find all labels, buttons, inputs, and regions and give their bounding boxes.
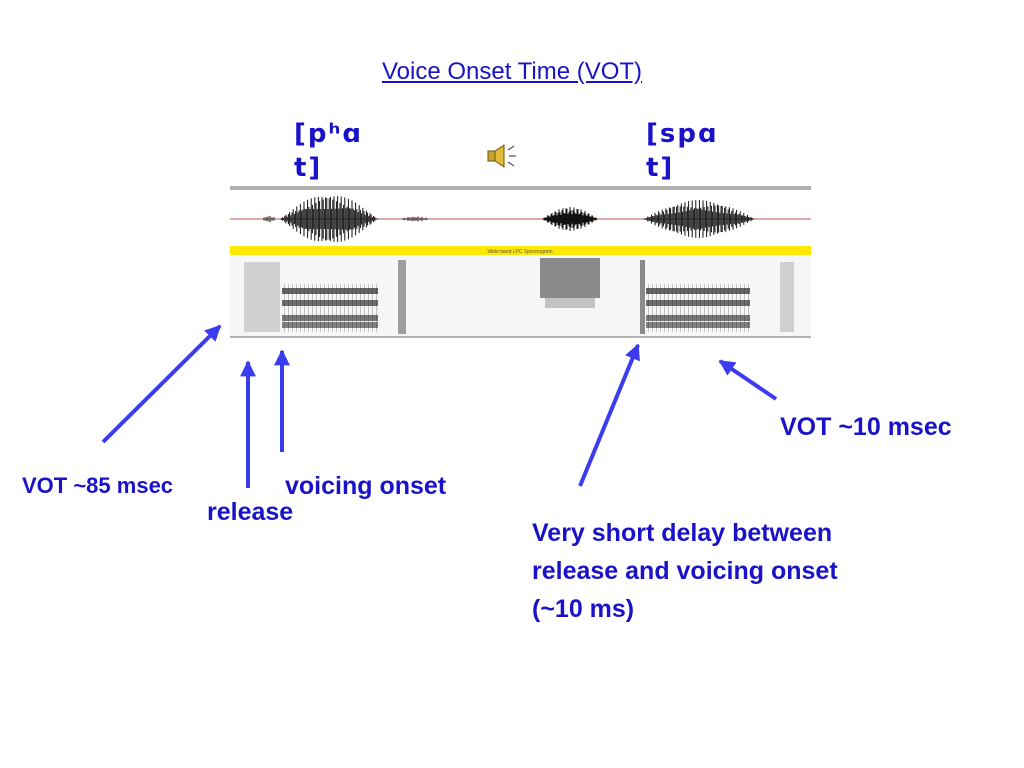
spectrogram-energy [372, 284, 373, 332]
spectrogram-energy [545, 298, 595, 308]
spectrogram-energy [340, 284, 341, 332]
arrow-vot-short [718, 359, 778, 401]
spectrogram-energy [348, 284, 349, 332]
spectrogram-energy [320, 284, 321, 332]
label-vot-long: VOT ~85 msec [22, 473, 174, 498]
spectrogram-energy [308, 284, 309, 332]
waveform-panel [230, 186, 811, 244]
spectrogram-energy [680, 284, 681, 332]
spectrogram-energy [688, 284, 689, 332]
spectrogram-energy [282, 315, 378, 321]
spectrogram-energy [664, 284, 665, 332]
note-short-delay: Very short delay between release and voi… [532, 514, 838, 628]
spectrogram-energy [332, 284, 333, 332]
label-vot-short: VOT ~10 msec [780, 413, 952, 441]
spectrogram-band [230, 246, 811, 255]
spectrogram-energy [352, 284, 353, 332]
spectrogram-energy [652, 284, 653, 332]
spectrogram-energy [646, 315, 750, 321]
spectrogram-energy [696, 284, 697, 332]
spectrogram-energy [648, 284, 649, 332]
spectrogram-energy [704, 284, 705, 332]
spectrogram-energy [328, 284, 329, 332]
page-title: Voice Onset Time (VOT) [381, 58, 643, 85]
spectrogram-energy [312, 284, 313, 332]
spectrogram-energy [724, 284, 725, 332]
spectrogram-energy [736, 284, 737, 332]
arrow-vot-long [101, 324, 222, 444]
spectrogram-energy [732, 284, 733, 332]
spectrogram-panel [230, 257, 811, 338]
spectrogram-energy [284, 284, 285, 332]
spectrogram-energy [282, 288, 378, 294]
spectrogram-energy [304, 284, 305, 332]
spectrogram-energy [540, 258, 600, 298]
note-line-3: (~10 ms) [532, 595, 635, 623]
ipa-line-1: [pʰɑ [294, 119, 363, 149]
spectrogram-energy [646, 288, 750, 294]
note-line-2: release and voicing onset [532, 557, 838, 585]
ipa-transcription-aspirated: [pʰɑ t] [294, 118, 363, 186]
spectrogram-energy [668, 284, 669, 332]
spectrogram-energy [646, 322, 750, 328]
spectrogram-energy [244, 262, 280, 332]
label-voicing-onset: voicing onset [285, 472, 447, 500]
spectrogram-energy [360, 284, 361, 332]
spectrogram-energy [300, 284, 301, 332]
spectrogram-energy [344, 284, 345, 332]
spectrogram-energy [640, 260, 645, 334]
spectrogram-energy [712, 284, 713, 332]
ipa-line-1: [spɑ [646, 119, 719, 149]
spectrogram-energy [728, 284, 729, 332]
ipa-line-2: t] [646, 153, 675, 183]
spectrogram-energy [324, 284, 325, 332]
spectrogram-energy [282, 322, 378, 328]
ipa-line-2: t] [294, 153, 323, 183]
spectrogram-energy [692, 284, 693, 332]
spectrogram-energy [398, 260, 406, 334]
spectrogram-energy [780, 262, 794, 332]
spectrogram-energy [376, 284, 377, 332]
spectrogram-energy [292, 284, 293, 332]
note-line-1: Very short delay between [532, 519, 833, 547]
spectrogram-energy [646, 300, 750, 306]
label-release: release [207, 498, 294, 526]
spectrogram-energy [660, 284, 661, 332]
spectrogram-energy [364, 284, 365, 332]
spectrogram-energy [316, 284, 317, 332]
spectrogram-energy [356, 284, 357, 332]
spectrogram-energy [296, 284, 297, 332]
spectrogram-energy [744, 284, 745, 332]
spectrogram-energy [676, 284, 677, 332]
spectrogram-energy [720, 284, 721, 332]
arrow-short-delay [578, 343, 640, 487]
spectrogram-energy [748, 284, 749, 332]
spectrogram-energy [368, 284, 369, 332]
spectrogram-energy [684, 284, 685, 332]
spectrogram-energy [288, 284, 289, 332]
spectrogram-energy [672, 284, 673, 332]
speaker-icon[interactable] [487, 144, 516, 168]
spectrogram-energy [282, 300, 378, 306]
spectrogram-energy [336, 284, 337, 332]
spectrogram-energy [708, 284, 709, 332]
ipa-transcription-unaspirated: [spɑ t] [646, 118, 719, 186]
spectrogram-energy [740, 284, 741, 332]
spectrogram-energy [656, 284, 657, 332]
spectrogram-band-label: Wide band LPC Spectrogram [487, 249, 552, 255]
spectrogram-energy [716, 284, 717, 332]
spectrogram-energy [700, 284, 701, 332]
